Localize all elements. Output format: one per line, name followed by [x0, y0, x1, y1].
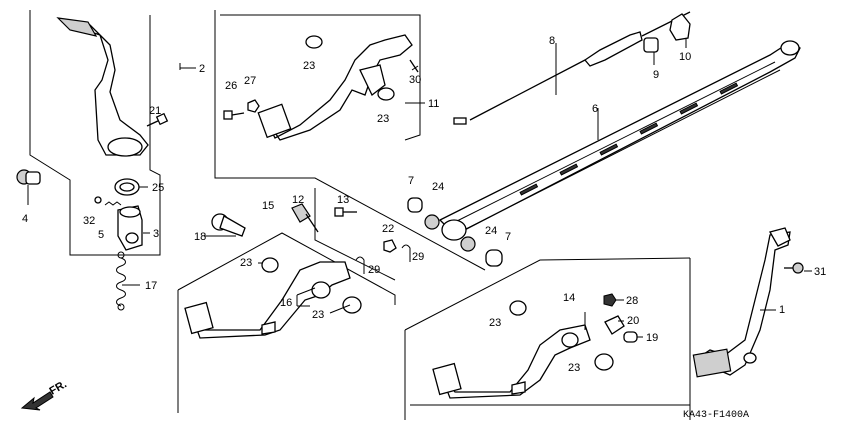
- cable-parts-9-10: [643, 13, 691, 53]
- front-direction-arrow: FR.: [20, 378, 69, 411]
- callout-24a: 24: [432, 181, 444, 193]
- callout-26: 26: [225, 80, 237, 92]
- bolt-21: [146, 112, 169, 127]
- callout-12: 12: [292, 194, 304, 206]
- callout-6: 6: [592, 103, 598, 115]
- bolt-31: [784, 262, 804, 274]
- small-parts-middle: [291, 203, 411, 274]
- rod-slots: [519, 82, 739, 196]
- callout-15: 15: [262, 200, 274, 212]
- callout-3: 3: [153, 228, 159, 240]
- callout-16: 16: [280, 297, 292, 309]
- callout-5: 5: [98, 229, 104, 241]
- leader-lines: [122, 38, 812, 338]
- callout-23f: 23: [568, 362, 580, 374]
- callout-29a: 29: [368, 264, 380, 276]
- callout-22: 22: [382, 223, 394, 235]
- kick-starter-arm: [56, 17, 149, 157]
- brake-pedal-lower: [432, 300, 614, 399]
- pedal-rod-6: [438, 40, 801, 241]
- cable-8: [453, 11, 691, 125]
- callout-9: 9: [653, 69, 659, 81]
- callout-30: 30: [409, 74, 421, 86]
- cap-4: [16, 169, 41, 205]
- callout-24b: 24: [485, 225, 497, 237]
- callout-20: 20: [627, 315, 639, 327]
- callout-1: 1: [779, 304, 785, 316]
- bolt-nut-26-27: [223, 99, 260, 120]
- collars-7-24: [407, 197, 503, 267]
- callout-7b: 7: [505, 231, 511, 243]
- callout-2: 2: [199, 63, 205, 75]
- callout-4: 4: [22, 213, 28, 225]
- callout-21: 21: [149, 105, 161, 117]
- callout-8: 8: [549, 35, 555, 47]
- brake-pedal-middle: [184, 257, 362, 339]
- callout-10: 10: [679, 51, 691, 63]
- callout-28: 28: [626, 295, 638, 307]
- callout-11: 11: [428, 98, 439, 110]
- spring-17: [116, 251, 126, 311]
- diagram-code: KA43-F1400A: [683, 410, 749, 421]
- callout-23d: 23: [312, 309, 324, 321]
- seal-25: [114, 178, 140, 196]
- callout-18: 18: [194, 231, 206, 243]
- callout-31: 31: [814, 266, 826, 278]
- brake-pedal-upper: [257, 34, 419, 141]
- callout-23c: 23: [240, 257, 252, 269]
- gearshift-pedal-1: [692, 227, 791, 378]
- callouts: 1 2 3 4 5 6 7 7 8 9 10 11 12 13 14 15 16…: [22, 35, 826, 374]
- callout-25: 25: [152, 182, 164, 194]
- callout-23b: 23: [377, 113, 389, 125]
- bolt-18: [211, 213, 246, 237]
- callout-13: 13: [337, 194, 349, 206]
- callout-23a: 23: [303, 60, 315, 72]
- callout-23e: 23: [489, 317, 501, 329]
- callout-17: 17: [145, 280, 157, 292]
- callout-27: 27: [244, 75, 256, 87]
- callout-32: 32: [83, 215, 95, 227]
- pivot-group: [94, 196, 143, 251]
- callout-29b: 29: [412, 251, 424, 263]
- callout-14: 14: [563, 292, 575, 304]
- callout-7a: 7: [408, 175, 414, 187]
- callout-19: 19: [646, 332, 658, 344]
- direction-label: FR.: [48, 378, 69, 397]
